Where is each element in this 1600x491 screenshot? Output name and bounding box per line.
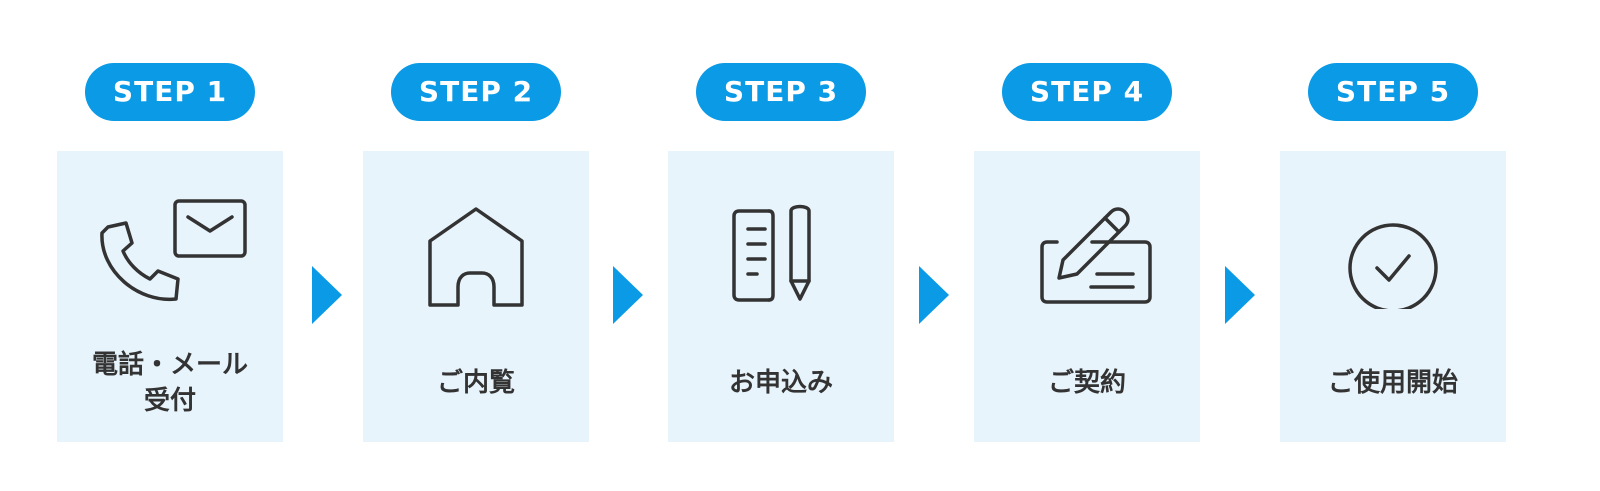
- arrow-right-icon: [919, 266, 949, 324]
- step-2: STEP 2 ご内覧: [363, 0, 589, 491]
- step-label: ご契約: [1047, 368, 1126, 398]
- arrow-right-icon: [312, 266, 342, 324]
- phone-mail-icon: [57, 189, 283, 309]
- step-card: ご使用開始: [1280, 151, 1506, 442]
- step-label: お申込み: [728, 368, 833, 398]
- step-label: ご使用開始: [1327, 368, 1458, 398]
- arrow-right-icon: [613, 266, 643, 324]
- step-badge: STEP 2: [391, 63, 561, 121]
- step-card: 電話・メール 受付: [57, 151, 283, 442]
- step-badge: STEP 1: [85, 63, 255, 121]
- step-badge: STEP 4: [1002, 63, 1172, 121]
- step-badge: STEP 3: [696, 63, 866, 121]
- step-1: STEP 1 電話・メール 受付: [57, 0, 283, 491]
- step-card: ご内覧: [363, 151, 589, 442]
- step-badge: STEP 5: [1308, 63, 1478, 121]
- step-card: お申込み: [668, 151, 894, 442]
- check-circle-icon: [1280, 189, 1506, 309]
- document-pen-icon: [668, 189, 894, 309]
- step-3: STEP 3 お申込み: [668, 0, 894, 491]
- step-label: 電話・メール 受付: [91, 350, 248, 416]
- step-label: ご内覧: [436, 368, 515, 398]
- step-card: ご契約: [974, 151, 1200, 442]
- house-icon: [363, 189, 589, 309]
- step-4: STEP 4 ご契約: [974, 0, 1200, 491]
- arrow-right-icon: [1225, 266, 1255, 324]
- step-5: STEP 5 ご使用開始: [1280, 0, 1506, 491]
- contract-sign-icon: [974, 189, 1200, 309]
